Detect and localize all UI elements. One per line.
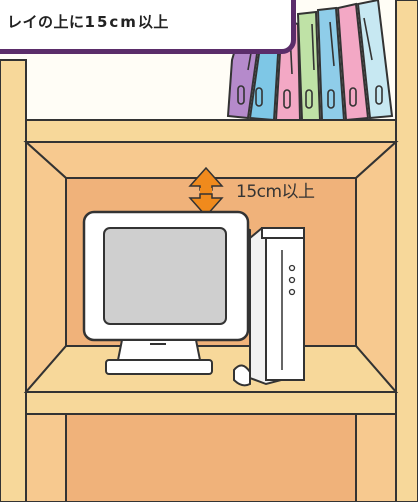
- lower-shelf: [26, 392, 396, 414]
- cabinet-right-post: [396, 0, 418, 502]
- cabinet-left-post: [0, 60, 26, 502]
- lower-compartment: [26, 414, 396, 502]
- notice-text-part2: 以上: [138, 13, 169, 31]
- gap-label: 15cm以上: [236, 177, 315, 202]
- notice-text-part1: レイの上に: [7, 13, 85, 31]
- notice-text-number: 15cm: [85, 13, 138, 31]
- notice-text: レイの上に15cm以上: [7, 11, 169, 32]
- top-shelf: [26, 120, 396, 142]
- notice-callout: レイの上に15cm以上: [0, 0, 296, 54]
